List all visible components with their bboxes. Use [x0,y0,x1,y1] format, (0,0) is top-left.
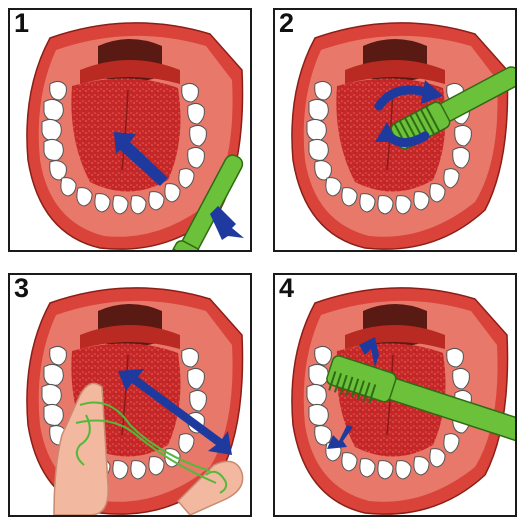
brushing-inner-surfaces-illustration [275,275,515,515]
step-1-panel: 1 [8,8,252,252]
step-number: 4 [279,273,294,304]
step-number: 1 [14,8,29,39]
step-4-panel: 4 [273,273,517,517]
step-2-panel: 2 [273,8,517,252]
step-number: 3 [14,273,29,304]
flossing-illustration [10,275,250,515]
brushing-outer-surfaces-illustration [10,10,250,250]
step-3-panel: 3 [8,273,252,517]
step-number: 2 [279,8,294,39]
brushing-circular-motion-illustration [275,10,515,250]
